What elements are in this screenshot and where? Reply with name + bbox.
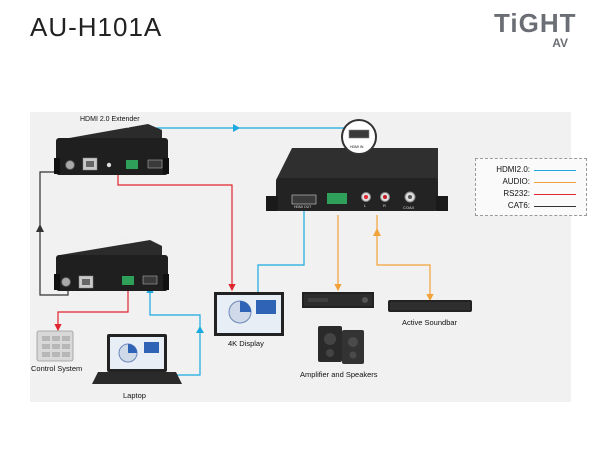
control-system-keypad (36, 330, 74, 362)
laptop (92, 334, 182, 384)
4k-display (214, 292, 284, 336)
legend-row-hdmi: HDMI2.0: (476, 165, 586, 177)
hdmi-line-out-to-display (257, 204, 308, 292)
hdmi-arrow-laptop (196, 326, 204, 333)
page-title: AU-H101A (30, 12, 163, 42)
active-soundbar (388, 300, 472, 312)
brand-logo: TiGHT AV (494, 8, 576, 52)
hdmi-in-zoom-callout (341, 119, 377, 155)
4k-display-label: 4K Display (228, 339, 264, 348)
laptop-label: Laptop (123, 391, 146, 400)
control-system-label: Control System (31, 364, 83, 373)
hdmi-extender-receiver (54, 240, 169, 291)
legend-swatch-cat6 (534, 206, 576, 207)
hdmi-in-text: HDMI IN (350, 145, 364, 149)
audio-arrow-coax (373, 228, 381, 236)
legend-row-audio: AUDIO: (476, 177, 586, 189)
legend-label-cat6: CAT6: (507, 201, 530, 210)
cat6-arrow (36, 224, 44, 232)
amplifier (302, 292, 374, 308)
audio-extractor-unit (266, 148, 448, 211)
cable-legend: HDMI2.0: AUDIO: RS232: CAT6: (475, 158, 587, 216)
speakers (318, 326, 364, 364)
extender-label: HDMI 2.0 Extender (80, 116, 140, 123)
legend-row-rs232: RS232: (476, 189, 586, 201)
hdmi-out-text: HDMI OUT (294, 205, 312, 209)
legend-row-cat6: CAT6: (476, 201, 586, 213)
rs232-line-extender-to-display (117, 170, 236, 292)
extender-brand-text: TiGHT (112, 124, 130, 130)
legend-label-hdmi: HDMI2.0: (496, 165, 530, 174)
legend-label-rs232: RS232: (503, 189, 530, 198)
legend-swatch-audio (534, 182, 576, 183)
audio-left-text: L (364, 203, 367, 208)
audio-line-to-soundbar (376, 215, 434, 302)
cat6-line (39, 171, 75, 296)
amplifier-label: Amplifier and Speakers (300, 370, 378, 379)
legend-swatch-hdmi (534, 170, 576, 171)
rs232-line-receiver-to-control (54, 287, 129, 332)
soundbar-label: Active Soundbar (402, 318, 458, 327)
legend-label-audio: AUDIO: (502, 177, 530, 186)
logo-wordmark: TiGHT (494, 8, 577, 38)
audio-right-text: R (383, 203, 386, 208)
hdmi-extender-transmitter (54, 124, 169, 175)
hdmi-line-laptop-to-receiver (146, 285, 201, 376)
hdmi-arrow-top (233, 124, 240, 132)
coax-text: COAX (403, 205, 415, 210)
receiver-brand-text: TiGHT (114, 239, 132, 245)
logo-subtext: AV (552, 36, 568, 50)
legend-swatch-rs232 (534, 194, 576, 195)
